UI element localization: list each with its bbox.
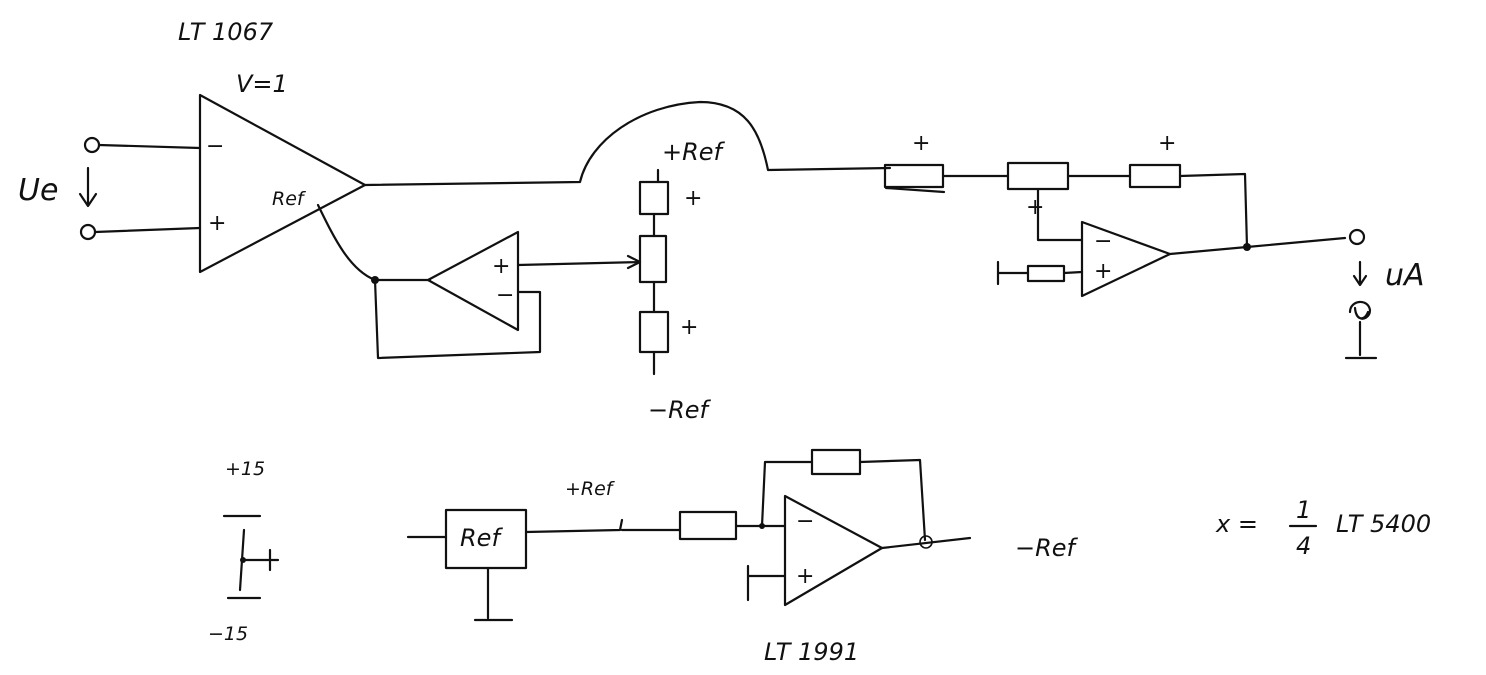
divider-resistor-bottom: [638, 310, 670, 354]
amp-lt1067-part-label: LT 1067: [178, 18, 274, 46]
inverter-lt1991: − + −Ref LT 1991: [678, 448, 1079, 666]
note-x-prefix: x =: [1215, 510, 1258, 538]
output-resistor-2: [1006, 161, 1070, 191]
output-resistor-1-mark: +: [912, 131, 930, 156]
resistor-array-note: x = 1 4 LT 5400: [1215, 496, 1431, 560]
output-stage: + + + − +: [883, 131, 1347, 298]
supply-negative-label: −15: [208, 623, 248, 645]
amp-lt1067: LT 1067 V=1 − + Ref: [178, 18, 367, 274]
output-resistor-1: [883, 163, 945, 189]
reference-source: Ref +Ref: [406, 478, 682, 622]
reference-box-label: Ref: [460, 524, 503, 552]
output-feedback-resistor: [1128, 163, 1182, 189]
inverter-opamp: [783, 494, 884, 607]
ref-wire: [316, 203, 432, 282]
input-terminal-top: [83, 136, 101, 154]
output-voltage-label: uA: [1385, 258, 1425, 293]
inverter-out-label: −Ref: [1015, 534, 1079, 562]
input-voltage-arrow: [78, 166, 98, 208]
amp-lt1067-plus-pin: +: [208, 211, 226, 236]
inverter-input-resistor: [678, 510, 738, 541]
inverter-part-label: LT 1991: [764, 638, 859, 666]
output-node: [1243, 243, 1251, 251]
inverter-plus-pin: +: [796, 564, 814, 589]
output-opamp: [1080, 220, 1172, 298]
amp-lt1067-ref-pin: Ref: [272, 188, 307, 210]
buffer-output-wire: [516, 254, 642, 270]
output-opamp-plus-pin: +: [1094, 259, 1112, 284]
divider-mark-top: +: [684, 186, 702, 211]
input-terminals: Ue: [18, 136, 202, 241]
amp-output-wire: [363, 100, 892, 187]
divider-potentiometer: [638, 234, 668, 284]
divider-bottom-rail-label: −Ref: [648, 396, 712, 424]
buffer-opamp: + −: [426, 230, 520, 332]
output-feedback-resistor-mark: +: [1158, 131, 1176, 156]
output-ground: [1344, 320, 1378, 360]
inverter-minus-pin: −: [796, 509, 814, 534]
amp-lt1067-gain-label: V=1: [236, 70, 288, 98]
reference-box: [444, 508, 528, 570]
note-numerator: 1: [1296, 496, 1311, 524]
note-part: LT 5400: [1336, 510, 1431, 538]
input-voltage-label: Ue: [18, 173, 58, 208]
output-opamp-minus-pin: −: [1094, 229, 1112, 254]
note-denominator: 4: [1296, 532, 1311, 560]
divider-top-rail-label: +Ref: [662, 138, 726, 166]
input-terminal-bottom: [79, 223, 97, 241]
supply-positive-label: +15: [225, 458, 265, 480]
output-voltage-arrow: [1352, 260, 1368, 287]
buffer-plus-pin: +: [492, 254, 510, 279]
buffer-minus-pin: −: [496, 283, 514, 308]
inverter-output-node: [919, 535, 933, 549]
divider-mark-bottom: +: [680, 315, 698, 340]
supply: +15 −15: [208, 458, 280, 645]
output-resistor-2-mark: +: [1026, 195, 1044, 220]
output-terminals: uA: [1344, 228, 1425, 360]
divider-resistor-top: [638, 180, 670, 216]
ref-divider: +Ref + + −Ref: [638, 138, 726, 424]
amp-lt1067-minus-pin: −: [206, 134, 224, 159]
supply-node: [240, 557, 246, 563]
buffer-feedback-wire: [373, 278, 542, 360]
reference-out-label: +Ref: [565, 478, 616, 500]
output-terminal-top: [1348, 228, 1366, 246]
output-opamp-plus-resistor: [1026, 264, 1066, 283]
inverter-feedback-resistor: [810, 448, 862, 476]
output-terminal-bottom: [1348, 300, 1372, 320]
